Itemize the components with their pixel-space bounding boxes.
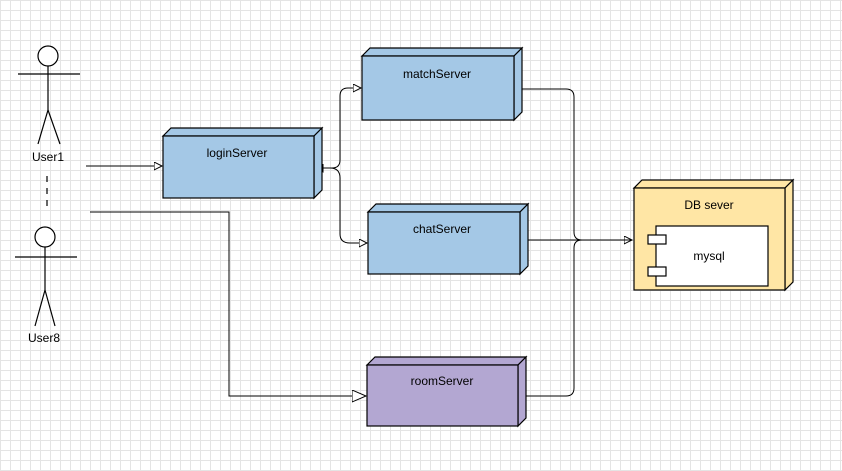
actor-user1-icon bbox=[18, 45, 80, 145]
node-login-label: loginServer bbox=[207, 146, 268, 160]
node-login-server[interactable]: loginServer bbox=[161, 126, 324, 200]
node-chat-label: chatServer bbox=[413, 222, 471, 236]
edge-login-chat[interactable] bbox=[329, 167, 367, 243]
component-port-icon bbox=[647, 234, 667, 245]
edge-match-db[interactable] bbox=[514, 89, 632, 240]
node-match-server[interactable]: matchServer bbox=[360, 46, 524, 122]
actor-user1-label: User1 bbox=[32, 150, 64, 164]
edge-login-match[interactable] bbox=[315, 88, 361, 168]
component-mysql[interactable]: mysql bbox=[647, 225, 769, 287]
node-db-label: DB sever bbox=[684, 198, 733, 212]
node-chat-server[interactable]: chatServer bbox=[366, 202, 530, 276]
node-room-server[interactable]: roomServer bbox=[365, 355, 528, 428]
node-room-label: roomServer bbox=[411, 374, 474, 388]
actor-user8[interactable]: User8 bbox=[15, 226, 77, 345]
component-mysql-label: mysql bbox=[693, 249, 724, 263]
edge-user8-room[interactable] bbox=[90, 211, 366, 396]
actor-user1[interactable]: User1 bbox=[18, 45, 80, 164]
edge-room-db[interactable] bbox=[518, 239, 583, 396]
actor-user8-label: User8 bbox=[28, 331, 60, 345]
node-db-server[interactable]: DB sever mysql bbox=[632, 178, 795, 292]
component-port-icon bbox=[647, 266, 667, 277]
actor-user8-icon bbox=[15, 226, 77, 327]
component-mysql-body bbox=[655, 225, 769, 287]
node-match-label: matchServer bbox=[403, 67, 471, 81]
